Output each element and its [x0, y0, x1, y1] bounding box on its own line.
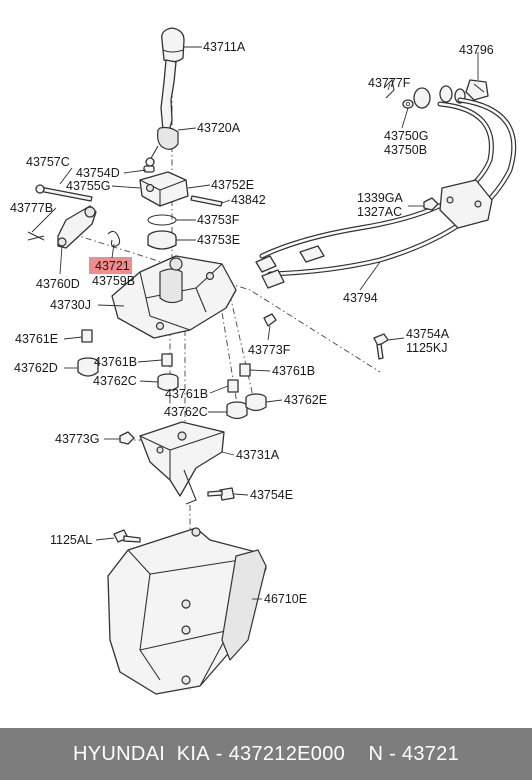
catalog-number: N - 43721: [368, 742, 460, 765]
label-43753E: 43753E: [197, 233, 240, 247]
shifter-housing: [111, 255, 237, 339]
part-number-footer: HYUNDAI KIA - 437212E000 N - 43721: [0, 728, 532, 780]
label-43777B: 43777B: [10, 201, 53, 215]
retaining-clip: [27, 231, 45, 241]
grommet-43762E: [245, 393, 267, 412]
label-1327AC: 1327AC: [357, 205, 402, 219]
bolt-43754A: [373, 333, 389, 360]
label-43761B-c: 43761B: [165, 387, 208, 401]
spring-pin: [190, 195, 223, 207]
label-43731A: 43731A: [236, 448, 280, 462]
bushing-43761B-left: [161, 353, 173, 367]
highlight-box: [89, 257, 132, 274]
label-43762C-b: 43762C: [164, 405, 208, 419]
lever-block: [139, 171, 189, 207]
bracket-43731A: [139, 421, 225, 505]
shift-knob: [161, 27, 185, 63]
bolt-43754E: [207, 487, 235, 501]
ball-bushing: [147, 230, 177, 250]
bushing-43761B-lower: [227, 379, 239, 393]
grommet-43762D: [77, 357, 99, 377]
label-43721: 43721: [95, 259, 130, 273]
shift-lever: [145, 59, 179, 167]
label-1125AL: 1125AL: [50, 533, 92, 547]
footer-separator: -: [209, 742, 229, 765]
label-46710E: 46710E: [264, 592, 307, 606]
label-43760D: 43760D: [36, 277, 80, 291]
bushing-43761E: [81, 329, 93, 343]
base-bracket-46710E: [107, 527, 267, 695]
label-43711A: 43711A: [203, 40, 246, 54]
label-43796: 43796: [459, 43, 494, 57]
footer-gap: [345, 743, 368, 766]
leader-lines: [31, 46, 479, 600]
grommet-43762C-lower: [226, 401, 248, 420]
label-43842: 43842: [231, 193, 266, 207]
clip-43777F: [383, 78, 395, 99]
label-43750G: 43750G: [384, 129, 428, 143]
bolt-1125AL: [113, 529, 141, 543]
washer-43750G: [402, 99, 414, 109]
bushing-43761B-right: [239, 363, 251, 377]
label-43754A: 43754A: [406, 327, 450, 341]
assembly-line: [229, 294, 256, 406]
label-43762D: 43762D: [14, 361, 58, 375]
snap-ring: [147, 214, 177, 226]
nut-43773G: [119, 431, 135, 445]
select-lever: [57, 205, 97, 249]
small-pin: [143, 165, 155, 173]
label-1125KJ: 1125KJ: [406, 341, 447, 355]
return-spring: [107, 230, 121, 247]
label-43755G: 43755G: [66, 179, 110, 193]
assembly-line: [219, 299, 239, 411]
label-43752E: 43752E: [211, 178, 254, 192]
label-43754D: 43754D: [76, 166, 120, 180]
label-1339GA: 1339GA: [357, 191, 404, 205]
shift-cable-43794: [255, 97, 517, 289]
label-43773F: 43773F: [248, 343, 291, 357]
label-43777F: 43777F: [368, 76, 411, 90]
label-43750B: 43750B: [384, 143, 427, 157]
label-43761B-a: 43761B: [94, 355, 137, 369]
label-43720A: 43720A: [197, 121, 241, 135]
exploded-parts-diagram: 43711A 43720A 43757C 43754D 43755G 43752…: [10, 27, 517, 695]
label-43773G: 43773G: [55, 432, 99, 446]
label-43757C: 43757C: [26, 155, 70, 169]
bolt-43773F: [263, 313, 277, 327]
label-43762E: 43762E: [284, 393, 327, 407]
nut-1339GA: [423, 197, 439, 211]
clip-43796: [465, 79, 489, 101]
assembly-line: [59, 229, 381, 373]
label-43753F: 43753F: [197, 213, 240, 227]
label-43759B: 43759B: [92, 274, 135, 288]
brand-label: HYUNDAI KIA: [72, 742, 210, 765]
grommet-43762C-left: [157, 373, 179, 392]
part-labels: 43711A 43720A 43757C 43754D 43755G 43752…: [10, 40, 494, 606]
label-43762C-a: 43762C: [93, 374, 137, 388]
oem-number: 437212E000: [228, 742, 346, 765]
label-43761E: 43761E: [15, 332, 58, 346]
label-43761B-b: 43761B: [272, 364, 315, 378]
label-43794: 43794: [343, 291, 378, 305]
pin-bolt: [35, 184, 93, 202]
label-43730J: 43730J: [50, 298, 91, 312]
label-43754E: 43754E: [250, 488, 293, 502]
